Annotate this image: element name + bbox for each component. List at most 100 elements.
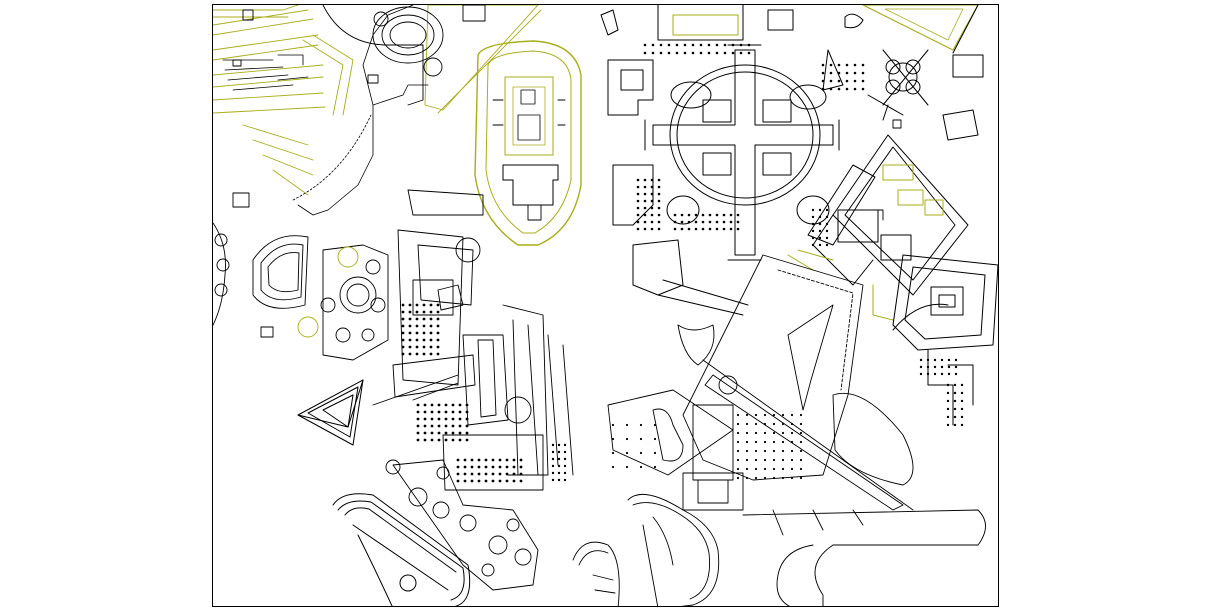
column-dot [430, 410, 434, 414]
column-dot [651, 43, 655, 47]
column-dot [837, 63, 841, 67]
column-dot [821, 71, 825, 75]
column-dot [683, 43, 687, 47]
column-dot [491, 472, 495, 476]
column-dot [458, 438, 462, 442]
column-dot [953, 423, 957, 427]
column-dot [811, 222, 815, 226]
column-dot [430, 403, 434, 407]
column-dot [643, 206, 647, 210]
column-dot [429, 352, 433, 356]
column-dot [643, 213, 647, 217]
column-dot [491, 479, 495, 483]
column-dot [639, 451, 643, 455]
column-dot [722, 220, 726, 224]
column-dot [754, 458, 758, 462]
column-dot [498, 458, 502, 462]
column-dot [551, 457, 555, 461]
column-dot [960, 399, 964, 403]
column-dot [745, 431, 749, 435]
column-dot [477, 472, 481, 476]
column-dot [422, 303, 426, 307]
column-dot [451, 417, 455, 421]
column-dot [933, 372, 937, 376]
column-dot [687, 220, 691, 224]
column-dot [790, 422, 794, 426]
column-dot [484, 465, 488, 469]
column-dot [458, 403, 462, 407]
column-dot [430, 417, 434, 421]
column-dot [639, 465, 643, 469]
column-dot [723, 43, 727, 47]
column-dot [657, 178, 661, 182]
column-dot [731, 51, 735, 55]
column-dot [946, 383, 950, 387]
column-dot [465, 410, 469, 414]
column-dot [707, 51, 711, 55]
column-dot [408, 338, 412, 342]
column-dot [736, 213, 740, 217]
column-dot [818, 215, 822, 219]
column-dot [429, 345, 433, 349]
column-dot [444, 417, 448, 421]
column-dot [643, 192, 647, 196]
column-dot [436, 324, 440, 328]
column-dot [953, 391, 957, 395]
column-dot [821, 63, 825, 67]
column-dot [825, 243, 829, 247]
column-dot [960, 383, 964, 387]
column-dot [551, 450, 555, 454]
column-dot [680, 220, 684, 224]
column-dot [563, 443, 567, 447]
column-dot [657, 185, 661, 189]
column-dot [505, 458, 509, 462]
column-dot [736, 227, 740, 231]
column-dot [960, 415, 964, 419]
column-dot [401, 324, 405, 328]
garden-triangle-topright [844, 5, 984, 141]
column-dot [563, 450, 567, 454]
column-dot [484, 479, 488, 483]
column-dot [408, 303, 412, 307]
column-dot [947, 365, 951, 369]
column-dot [947, 358, 951, 362]
triangular-monument [297, 379, 364, 446]
column-dot [611, 437, 615, 441]
modern-plan-column-grids [611, 413, 803, 480]
column-dot [401, 352, 405, 356]
column-dot [643, 227, 647, 231]
column-dot [408, 352, 412, 356]
column-dot [422, 331, 426, 335]
column-dot [754, 467, 758, 471]
column-dot [821, 79, 825, 83]
column-dot [853, 79, 857, 83]
column-dot [436, 338, 440, 342]
column-dot [444, 410, 448, 414]
column-dot [708, 227, 712, 231]
column-dot [926, 372, 930, 376]
column-dot [722, 227, 726, 231]
column-dot [429, 324, 433, 328]
column-dot [437, 424, 441, 428]
column-dot [772, 431, 776, 435]
column-dot [423, 410, 427, 414]
column-dot [736, 422, 740, 426]
column-dot [505, 472, 509, 476]
column-dot [423, 424, 427, 428]
column-dot [653, 437, 657, 441]
column-dot [736, 467, 740, 471]
column-dot [754, 449, 758, 453]
column-dot [821, 87, 825, 91]
column-dot [960, 423, 964, 427]
column-dot [799, 476, 803, 480]
column-dot [505, 465, 509, 469]
column-dot [825, 208, 829, 212]
column-dot [845, 79, 849, 83]
column-dot [650, 185, 654, 189]
column-dot [919, 372, 923, 376]
column-dot [512, 472, 516, 476]
column-dot [772, 467, 776, 471]
column-dot [470, 479, 474, 483]
column-dot [436, 331, 440, 335]
column-dot [745, 476, 749, 480]
